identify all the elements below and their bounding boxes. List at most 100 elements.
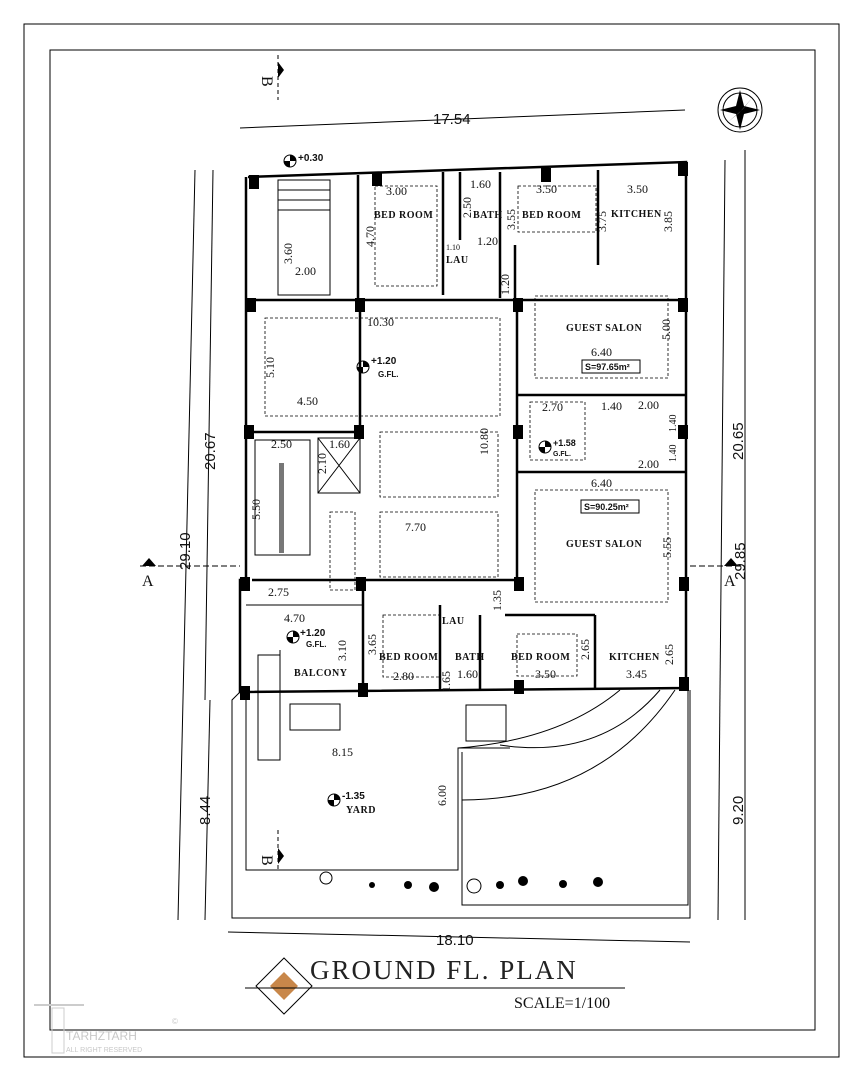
dim: 2.10 <box>315 453 329 474</box>
section-marker-b-bottom: B <box>258 855 275 866</box>
room-label: BED ROOM <box>379 652 438 663</box>
level-label: G.FL. <box>378 370 398 379</box>
area-labels: S=97.65m² S=90.25m² <box>580 359 641 514</box>
inner-frame <box>49 49 816 1031</box>
section-marker-a-left: A <box>142 573 154 590</box>
area-label: S=97.65m² <box>585 362 630 372</box>
inner-dimension-labels: 3.00 1.60 3.50 3.50 2.50 3.55 3.75 3.85 … <box>249 177 679 806</box>
dim: 6.00 <box>435 785 449 806</box>
dim: 1.40 <box>668 445 679 463</box>
outer-frame <box>23 23 840 1058</box>
dim: 2.70 <box>542 400 563 414</box>
dim-bottom: 18.10 <box>436 932 474 949</box>
level-value: -1.35 <box>342 791 365 802</box>
dim-top: 17.54 <box>433 111 471 128</box>
section-marker-a-right: A <box>724 573 736 590</box>
room-label: BED ROOM <box>374 210 433 221</box>
room-label: BALCONY <box>294 668 348 679</box>
room-label: BATH <box>455 652 485 663</box>
dim: 5.00 <box>659 319 673 340</box>
north-arrow-icon <box>717 87 763 133</box>
dim-right-lower: 9.20 <box>730 796 747 825</box>
dim: 4.50 <box>297 394 318 408</box>
dim-left-total: 29.10 <box>177 532 194 570</box>
level-label: G.FL. <box>553 451 571 458</box>
level-value: +1.20 <box>371 356 397 367</box>
dim: 3.50 <box>627 182 648 196</box>
dim: 3.50 <box>536 182 557 196</box>
dim: 1.60 <box>329 437 350 451</box>
level-symbol-icon <box>356 360 370 374</box>
room-label: LAU <box>442 616 465 627</box>
level-symbol-icon <box>283 154 297 168</box>
section-marker-b-top: B <box>258 76 275 87</box>
dim-right-total: 29.85 <box>732 542 749 580</box>
dim: 2.75 <box>268 585 289 599</box>
dim: 3.45 <box>626 667 647 681</box>
level-value: +0.30 <box>298 153 324 164</box>
dim: 8.15 <box>332 745 353 759</box>
level-value: +1.20 <box>300 628 326 639</box>
dim-left-upper: 20.67 <box>202 432 219 470</box>
dim: 2.50 <box>271 437 292 451</box>
dim: 1.35 <box>490 590 504 611</box>
level-symbol-icon <box>327 793 341 807</box>
structural-columns <box>240 162 689 700</box>
dim: 3.00 <box>386 184 407 198</box>
landscape-trees <box>319 871 603 894</box>
dim: 4.70 <box>284 611 305 625</box>
dim: 5.55 <box>660 537 674 558</box>
dim: 5.50 <box>249 499 263 520</box>
dim: 3.85 <box>661 211 675 232</box>
room-label: KITCHEN <box>611 209 662 220</box>
area-label: S=90.25m² <box>584 502 629 512</box>
outer-dimension-labels: 17.54 20.67 29.10 8.44 20.65 29.85 9.20 … <box>177 111 749 949</box>
logo-brand: TARHZTARH <box>66 1029 137 1043</box>
dim: 3.10 <box>335 640 349 661</box>
dim: 3.75 <box>595 211 609 232</box>
dim: 1.40 <box>668 415 679 433</box>
ceiling-outlines <box>264 185 669 678</box>
dim: 2.00 <box>638 457 659 471</box>
level-symbol-icon <box>538 440 552 454</box>
room-label: KITCHEN <box>609 652 660 663</box>
dim: 2.50 <box>460 197 474 218</box>
brand-logo: TARHZTARH ALL RIGHT RESERVED © <box>34 1004 178 1054</box>
dim: 3.60 <box>281 243 295 264</box>
dim: 3.65 <box>365 634 379 655</box>
level-markers: +0.30 +1.20 G.FL. +1.58 G.FL. +1.20 G.FL… <box>283 153 576 807</box>
dim: 2.00 <box>295 264 316 278</box>
dim: 1.20 <box>498 274 512 295</box>
dim: 10.80 <box>477 428 491 455</box>
level-label: G.FL. <box>306 640 326 649</box>
drawing-title: GROUND FL. PLAN <box>310 955 578 985</box>
room-label: BED ROOM <box>522 210 581 221</box>
dim: 1.40 <box>601 399 622 413</box>
room-label: GUEST SALON <box>566 323 642 334</box>
dim: 1.65 <box>439 671 453 692</box>
dim: 3.50 <box>535 667 556 681</box>
dim: 1.20 <box>477 234 498 248</box>
dim: 3.55 <box>504 209 518 230</box>
title-diamond-icon <box>270 972 298 1000</box>
dim: 10.30 <box>367 315 394 329</box>
room-label: BED ROOM <box>511 652 570 663</box>
dim: 2.65 <box>578 639 592 660</box>
dim: 2.65 <box>662 644 676 665</box>
dim: 1.60 <box>457 667 478 681</box>
room-label: YARD <box>346 805 376 816</box>
drawing-scale: SCALE=1/100 <box>514 995 610 1012</box>
dim: 1.10 <box>446 243 460 252</box>
title-block: GROUND FL. PLAN SCALE=1/100 <box>245 955 625 1015</box>
dim: 1.60 <box>470 177 491 191</box>
dim: 5.10 <box>263 357 277 378</box>
section-markers: B B A A <box>140 55 745 870</box>
room-label: LAU <box>446 255 469 266</box>
room-labels: BED ROOM BATH BED ROOM KITCHEN LAU GUEST… <box>294 209 662 816</box>
dim: 2.80 <box>393 669 414 683</box>
logo-copyright: © <box>172 1017 178 1026</box>
dim: 6.40 <box>591 476 612 490</box>
dim: 6.40 <box>591 345 612 359</box>
logo-tagline: ALL RIGHT RESERVED <box>66 1047 142 1054</box>
